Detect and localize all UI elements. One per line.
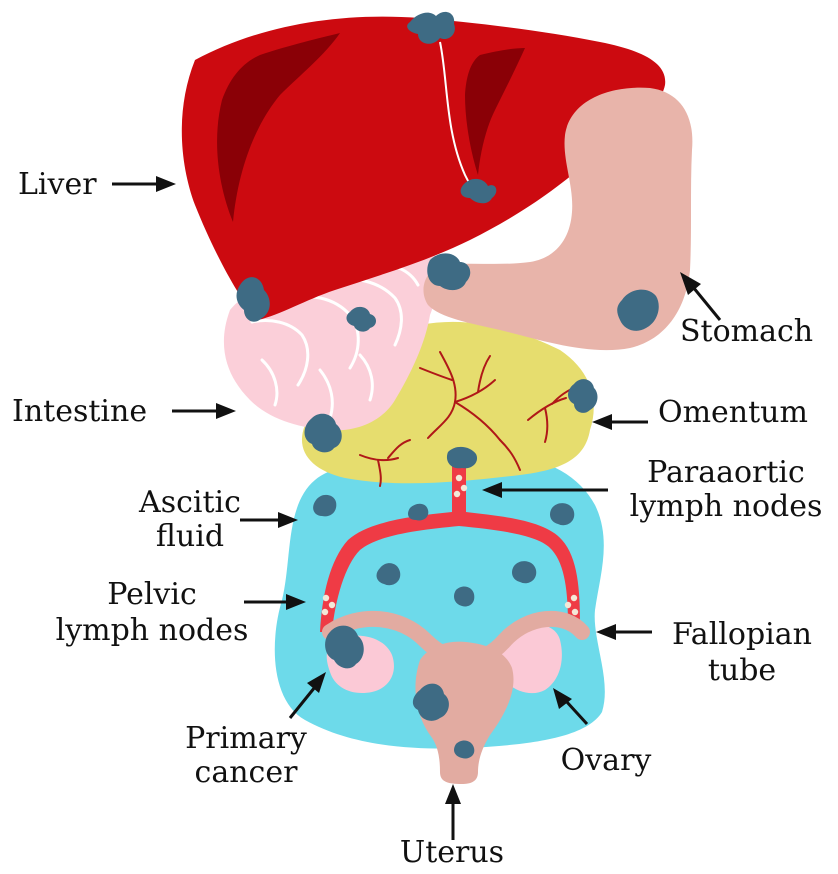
label-ascitic-line2: fluid — [156, 519, 224, 554]
arrow-liver — [112, 176, 176, 192]
arrow-fallopian — [596, 624, 652, 640]
label-ascitic-line1: Ascitic — [138, 485, 241, 520]
label-pelvic-line2: lymph nodes — [56, 613, 249, 648]
label-paraaortic-line1: Paraaortic — [647, 455, 805, 490]
label-primary-line1: Primary — [185, 721, 307, 756]
label-intestine: Intestine — [12, 394, 147, 429]
arrow-ascitic — [240, 512, 298, 528]
label-liver: Liver — [18, 167, 97, 202]
label-fallopian-line2: tube — [708, 653, 776, 688]
label-omentum: Omentum — [658, 395, 808, 430]
label-fallopian-line1: Fallopian — [672, 617, 812, 652]
label-pelvic-line1: Pelvic — [107, 577, 197, 612]
arrow-intestine — [172, 403, 236, 419]
arrow-omentum — [592, 414, 648, 430]
label-uterus: Uterus — [400, 835, 504, 869]
arrow-stomach — [680, 272, 720, 320]
label-ovary: Ovary — [561, 743, 652, 778]
label-stomach: Stomach — [680, 314, 813, 349]
label-primary-line2: cancer — [195, 755, 299, 790]
arrow-uterus — [445, 784, 461, 840]
label-paraaortic-line2: lymph nodes — [630, 489, 823, 524]
